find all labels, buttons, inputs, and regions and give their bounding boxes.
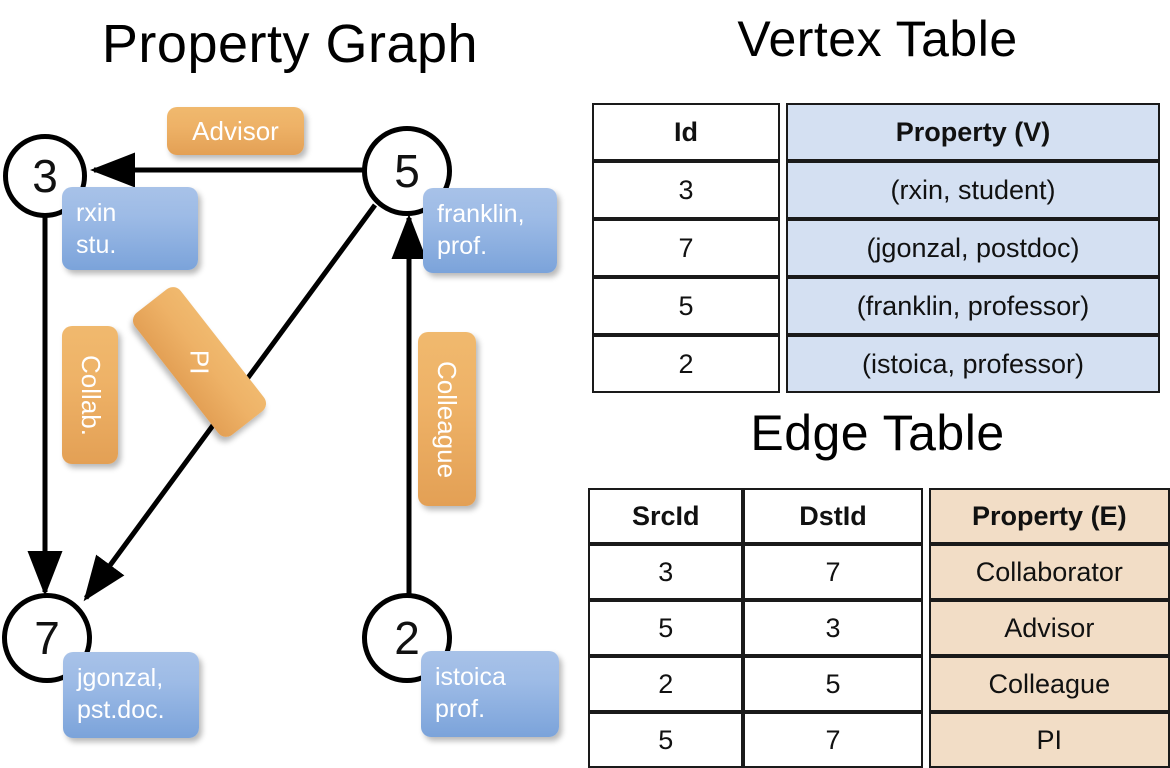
vertex-cell-property: (franklin, professor) — [786, 277, 1160, 335]
graph-node-3-label: 3 — [32, 150, 58, 202]
edge-label-collab: Collab. — [62, 326, 118, 464]
edge-table-header-srcid: SrcId — [588, 488, 744, 544]
graph-node-5[interactable]: 5 — [362, 126, 452, 216]
edge-cell-srcid: 5 — [588, 600, 744, 656]
edge-label-pi-text: PI — [184, 349, 215, 375]
edge-cell-srcid: 3 — [588, 544, 744, 600]
edge-cell-dstid: 5 — [743, 656, 923, 712]
edge-label-collab-text: Collab. — [75, 354, 106, 436]
vertex-table: Id Property (V) 3 (rxin, student) 7 (jgo… — [592, 103, 1160, 393]
graph-node-5-label: 5 — [394, 145, 420, 197]
node-property-box-franklin: franklin, prof. — [423, 188, 557, 273]
edge-cell-property: Colleague — [928, 656, 1170, 712]
edge-table-header-property: Property (E) — [928, 488, 1170, 544]
edge-label-colleague-text: Colleague — [432, 360, 463, 478]
edge-cell-property: Collaborator — [928, 544, 1170, 600]
graph-node-2[interactable]: 2 — [362, 593, 452, 683]
edge-label-advisor: Advisor — [167, 107, 304, 155]
vertex-cell-id: 3 — [592, 161, 780, 219]
vertex-table-header-row: Id Property (V) — [592, 103, 1160, 161]
table-row: 5 7 PI — [588, 712, 1170, 768]
edge-label-colleague: Colleague — [418, 332, 476, 506]
edge-table-header-dstid: DstId — [743, 488, 923, 544]
table-row: 7 (jgonzal, postdoc) — [592, 219, 1160, 277]
vertex-table-header-id: Id — [592, 103, 780, 161]
table-row: 3 7 Collaborator — [588, 544, 1170, 600]
page-title-property-graph: Property Graph — [101, 14, 479, 74]
property-graph-diagram: 3 5 7 2 rxin stu. franklin, prof. jgonza… — [0, 0, 585, 760]
graph-node-7-label: 7 — [34, 612, 60, 664]
page-title-vertex-table: Vertex Table — [737, 11, 1018, 67]
vertex-cell-property: (rxin, student) — [786, 161, 1160, 219]
page-title-edge-table: Edge Table — [750, 405, 1005, 461]
vertex-cell-id: 2 — [592, 335, 780, 393]
vertex-cell-id: 5 — [592, 277, 780, 335]
edge-cell-srcid: 2 — [588, 656, 744, 712]
node-property-box-rxin: rxin stu. — [62, 187, 198, 270]
edge-cell-property: PI — [928, 712, 1170, 768]
edge-cell-dstid: 3 — [743, 600, 923, 656]
vertex-cell-property: (jgonzal, postdoc) — [786, 219, 1160, 277]
table-row: 5 (franklin, professor) — [592, 277, 1160, 335]
table-row: 2 5 Colleague — [588, 656, 1170, 712]
table-row: 5 3 Advisor — [588, 600, 1170, 656]
edge-cell-property: Advisor — [928, 600, 1170, 656]
node-property-box-jgonzal: jgonzal, pst.doc. — [63, 652, 199, 738]
edge-table: SrcId DstId Property (E) 3 7 Collaborato… — [588, 488, 1170, 768]
edge-label-advisor-text: Advisor — [192, 115, 279, 146]
graph-node-2-label: 2 — [394, 612, 420, 664]
table-row: 2 (istoica, professor) — [592, 335, 1160, 393]
vertex-table-header-property: Property (V) — [786, 103, 1160, 161]
edge-table-header-row: SrcId DstId Property (E) — [588, 488, 1170, 544]
vertex-cell-property: (istoica, professor) — [786, 335, 1160, 393]
table-row: 3 (rxin, student) — [592, 161, 1160, 219]
node-property-box-istoica: istoica prof. — [421, 651, 559, 737]
edge-cell-dstid: 7 — [743, 544, 923, 600]
vertex-cell-id: 7 — [592, 219, 780, 277]
